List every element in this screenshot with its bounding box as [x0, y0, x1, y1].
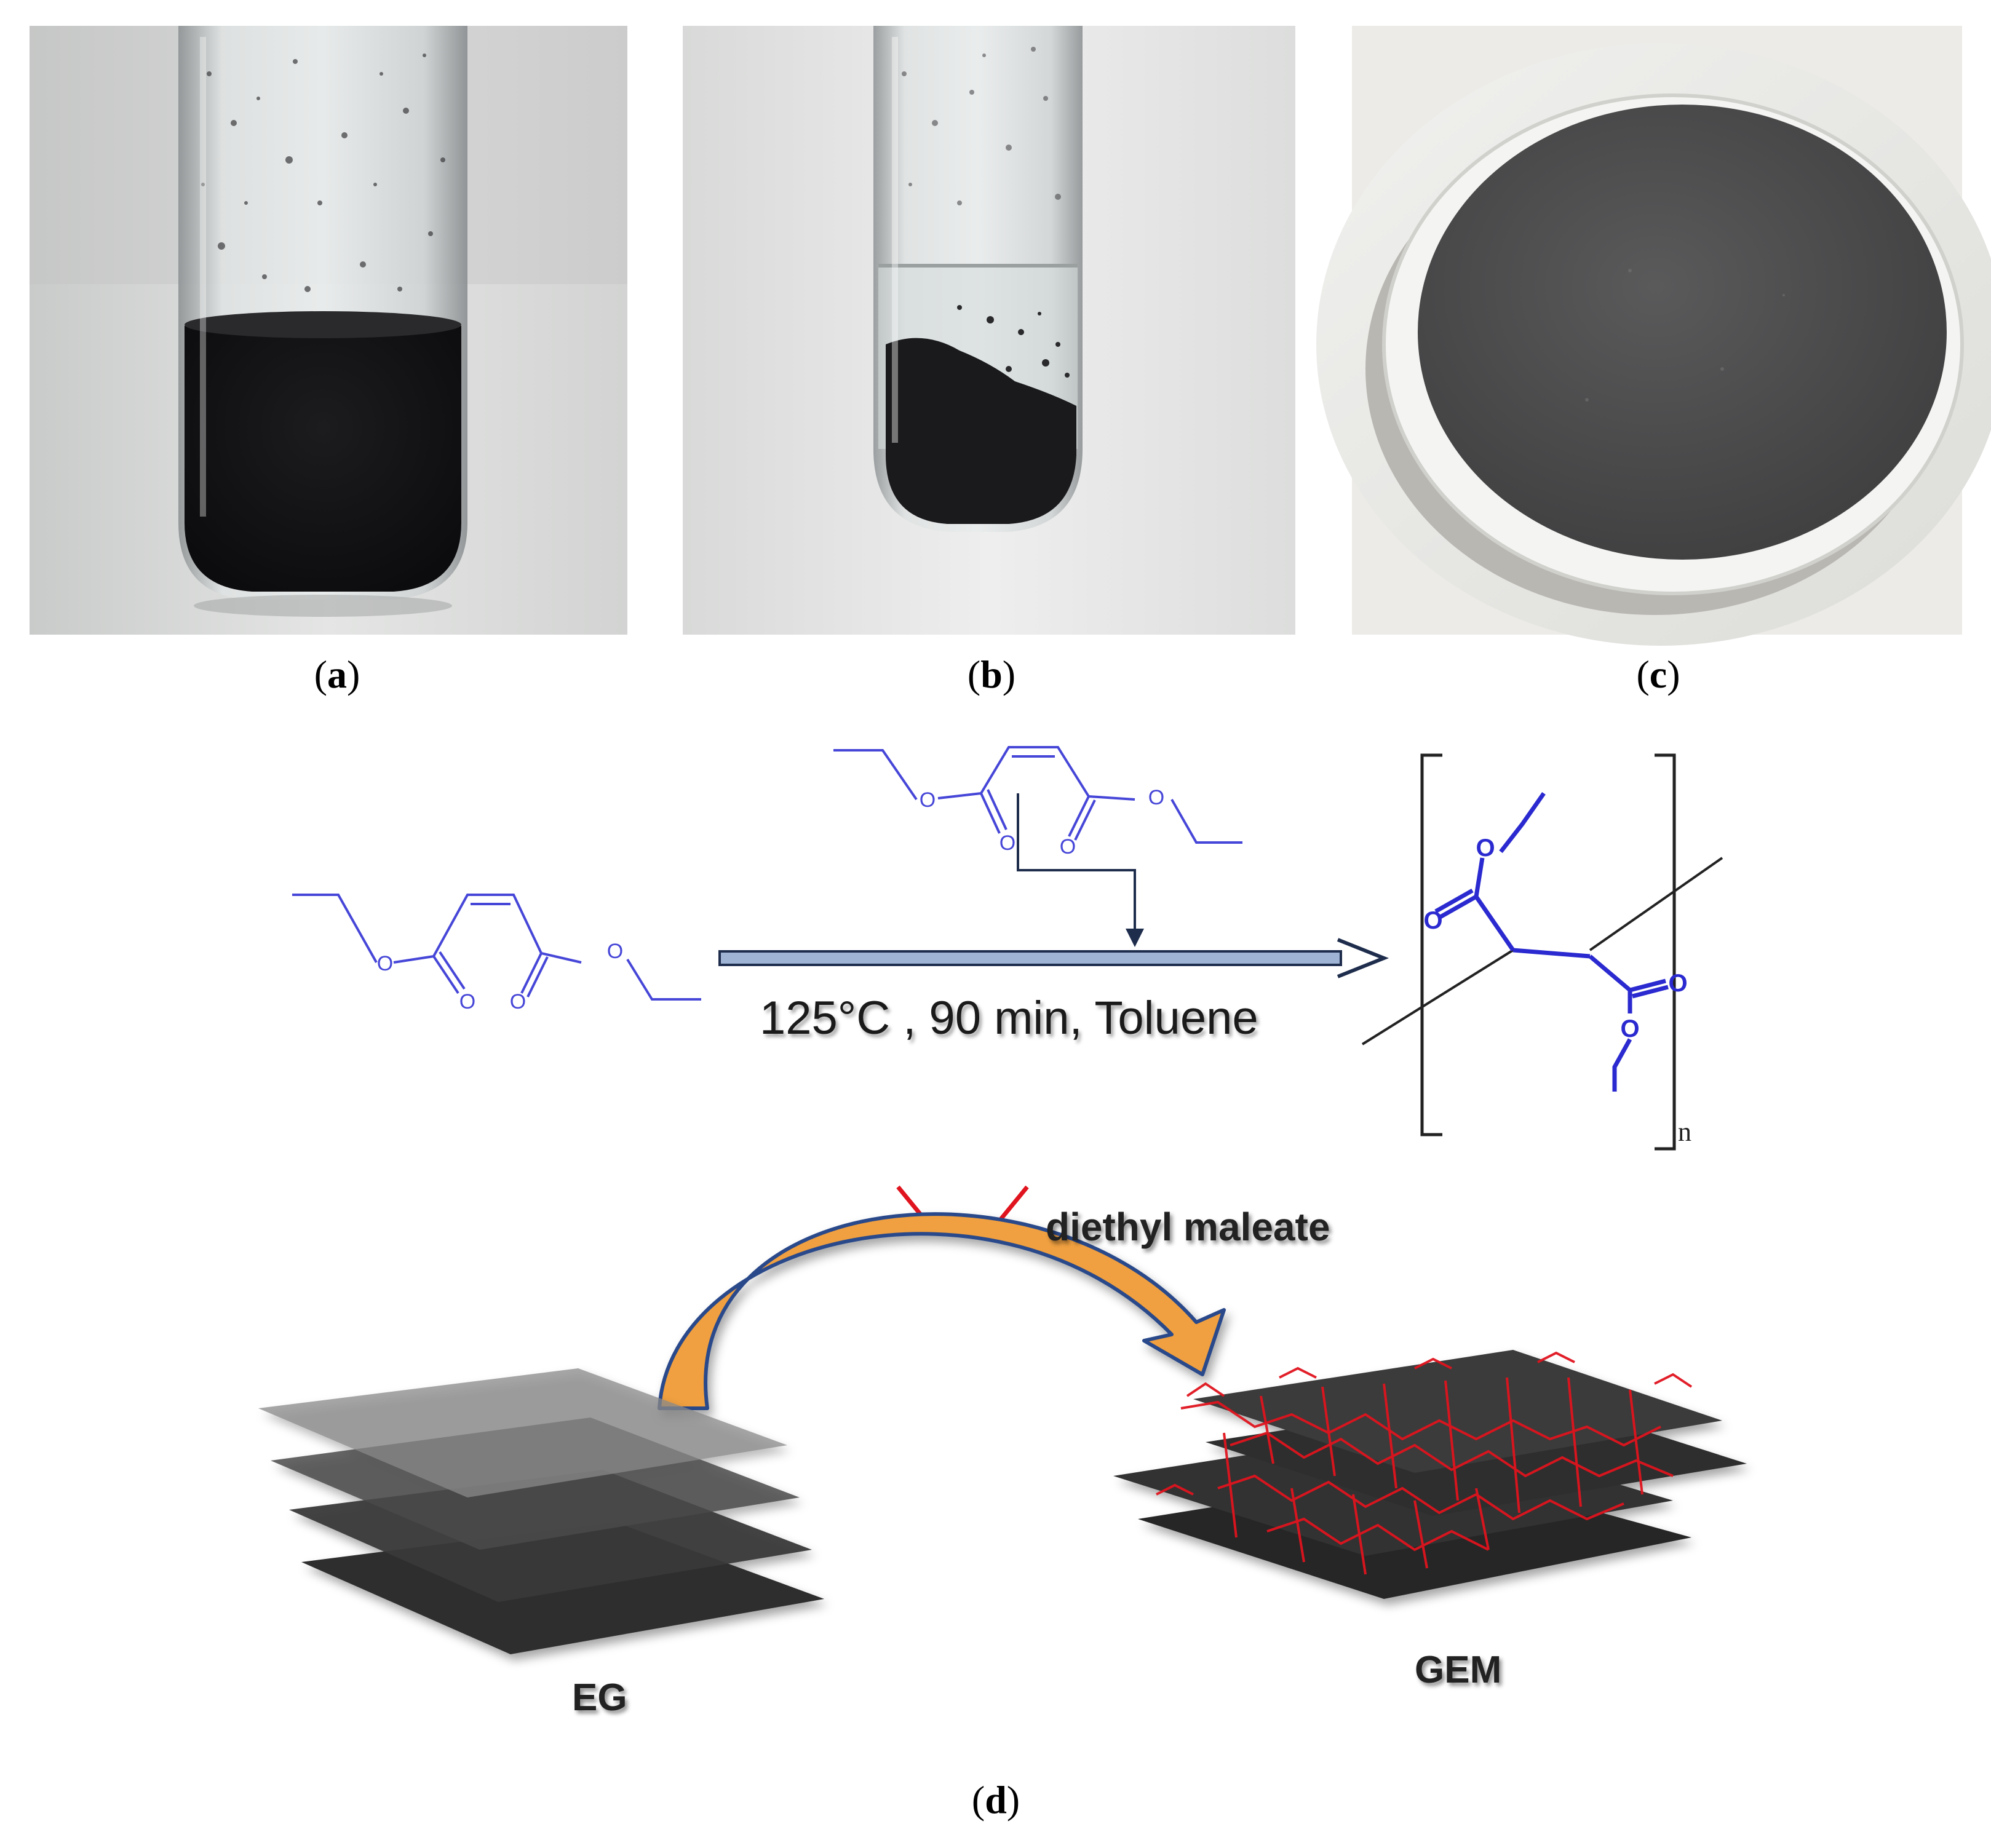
- panel-label-a: (a): [276, 652, 399, 697]
- oxygen-label: O: [1668, 970, 1687, 997]
- panel-letter: d: [985, 1778, 1007, 1822]
- paren-close: ): [1667, 652, 1680, 696]
- oxygen-label: O: [377, 952, 393, 975]
- monomer-structure-top: [833, 746, 1242, 844]
- photo-c-filtered-disk: [1316, 26, 1991, 646]
- monomer-structure-left: [292, 894, 701, 1001]
- paren-open: (: [967, 652, 981, 696]
- oxygen-label: O: [1148, 786, 1164, 809]
- eg-graphite-stack: [258, 1368, 824, 1654]
- grafted-polymer-chains: [1156, 1351, 1693, 1575]
- panel-letter: b: [980, 652, 1003, 696]
- oxygen-label: O: [920, 788, 936, 812]
- monomer-top-oxygens: O O O O: [920, 786, 1164, 859]
- transformation-arrow: [658, 1212, 1226, 1410]
- oxygen-label: O: [1476, 835, 1495, 862]
- panel-letter: c: [1649, 652, 1667, 696]
- photo-a-test-tube-dispersion: [30, 26, 627, 635]
- oxygen-label: O: [459, 990, 475, 1013]
- polymer-structure: [1361, 753, 1723, 1151]
- polymer-oxygens: O O O O: [1423, 835, 1687, 1042]
- diethyl-maleate-label: diethyl maleate: [1046, 1205, 1330, 1249]
- polymer-subscript: n: [1678, 1117, 1691, 1147]
- paren-close: ): [1002, 652, 1016, 696]
- reaction-conditions: 125°C , 90 min, Toluene: [760, 992, 1258, 1044]
- paren-close: ): [347, 652, 360, 696]
- oxygen-label: O: [1423, 907, 1442, 934]
- reagent-feed-arrow: [1017, 793, 1144, 947]
- oxygen-label: O: [607, 940, 623, 963]
- reaction-arrow: [718, 938, 1389, 978]
- photo-b-test-tube-sediment: [683, 26, 1295, 635]
- oxygen-label: O: [999, 831, 1015, 855]
- panel-letter: a: [327, 652, 347, 696]
- panel-label-d: (d): [934, 1777, 1057, 1823]
- paren-close: ): [1006, 1778, 1020, 1822]
- panel-label-b: (b): [930, 652, 1053, 697]
- oxygen-label: O: [1620, 1015, 1639, 1042]
- paren-open: (: [971, 1778, 985, 1822]
- oxygen-label: O: [1060, 835, 1076, 859]
- oxygen-label: O: [510, 990, 526, 1013]
- monomer-left-oxygens: O O O O: [377, 940, 623, 1013]
- gem-label: GEM: [1415, 1649, 1502, 1691]
- eg-label: EG: [572, 1676, 627, 1719]
- panel-label-c: (c): [1597, 652, 1720, 697]
- paren-open: (: [314, 652, 327, 696]
- gem-graphite-stack: [1113, 1350, 1747, 1599]
- paren-open: (: [1636, 652, 1650, 696]
